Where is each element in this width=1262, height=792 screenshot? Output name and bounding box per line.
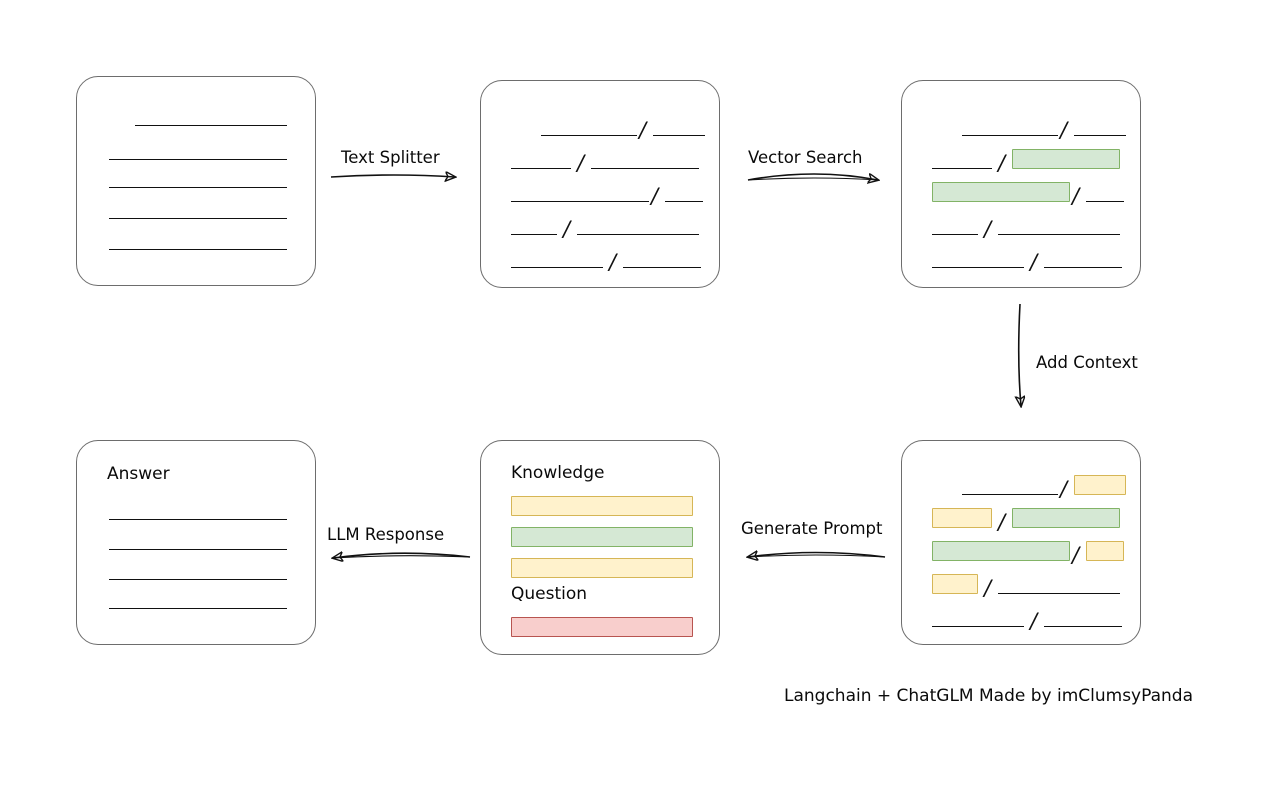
chunk-seg-left (511, 267, 603, 268)
arrow-generate-prompt (748, 553, 886, 558)
question-bar-red (511, 617, 693, 637)
chunk-seg-right-highlight-yellow (1086, 541, 1124, 561)
chunk-seg-right (1044, 626, 1122, 627)
chunk-row: / (481, 180, 721, 207)
chunk-seg-left-highlight-green (932, 182, 1070, 202)
chunk-row: / (902, 180, 1142, 207)
chunk-seg-right (998, 234, 1120, 235)
knowledge-label: Knowledge (511, 463, 605, 483)
chunk-slash: / (609, 250, 617, 274)
chunk-row: / (481, 213, 721, 240)
chunk-seg-right (1074, 135, 1126, 136)
chunk-row: / (902, 473, 1142, 500)
node-source-document[interactable] (76, 76, 316, 286)
chunk-slash: / (1060, 118, 1068, 142)
chunk-seg-left (511, 201, 649, 202)
chunk-seg-left (962, 494, 1058, 495)
answer-line (109, 608, 287, 609)
arrow-vector-search (747, 173, 878, 180)
chunk-slash: / (984, 576, 992, 600)
answer-label: Answer (107, 464, 170, 484)
knowledge-bar-green (511, 527, 693, 547)
chunk-seg-left (932, 267, 1024, 268)
doc-line (109, 249, 287, 250)
node-answer[interactable]: Answer (76, 440, 316, 645)
chunk-seg-right-highlight-green (1012, 149, 1120, 169)
node-context-chunks[interactable]: / / / / / (901, 440, 1141, 645)
doc-line (109, 218, 287, 219)
chunk-slash: / (639, 118, 647, 142)
chunk-row: / (902, 506, 1142, 533)
chunk-row: / (902, 246, 1142, 273)
chunk-seg-right (577, 234, 699, 235)
chunk-row: / (902, 572, 1142, 599)
chunk-slash: / (998, 510, 1006, 534)
chunk-seg-left (932, 234, 978, 235)
answer-line (109, 549, 287, 550)
chunk-slash: / (1030, 609, 1038, 633)
edge-label-vector-search: Vector Search (748, 148, 863, 167)
chunk-seg-right (591, 168, 699, 169)
arrow-add-context (1019, 303, 1021, 406)
chunk-slash: / (1072, 184, 1080, 208)
doc-line (135, 125, 287, 126)
chunk-row: / (902, 114, 1142, 141)
footer-credit: Langchain + ChatGLM Made by imClumsyPand… (784, 686, 1193, 706)
chunk-row: / (902, 605, 1142, 632)
chunk-slash: / (577, 151, 585, 175)
arrow-text-splitter (330, 175, 455, 177)
edge-label-text-splitter: Text Splitter (341, 148, 440, 167)
chunk-seg-right (1086, 201, 1124, 202)
chunk-row: / (481, 246, 721, 273)
chunk-seg-right (623, 267, 701, 268)
chunk-row: / (481, 114, 721, 141)
chunk-slash: / (998, 151, 1006, 175)
answer-line (109, 519, 287, 520)
chunk-row: / (902, 539, 1142, 566)
knowledge-bar-yellow (511, 496, 693, 516)
chunk-seg-left-highlight-yellow (932, 574, 978, 594)
chunk-seg-right (998, 593, 1120, 594)
chunk-slash: / (1030, 250, 1038, 274)
chunk-seg-right-highlight-yellow (1074, 475, 1126, 495)
chunk-seg-right (665, 201, 703, 202)
chunk-seg-left (511, 234, 557, 235)
edge-label-generate-prompt: Generate Prompt (741, 519, 883, 538)
chunk-slash: / (984, 217, 992, 241)
chunk-row: / (481, 147, 721, 174)
chunk-seg-left (511, 168, 571, 169)
chunk-seg-right (653, 135, 705, 136)
chunk-row: / (902, 147, 1142, 174)
edge-label-add-context: Add Context (1036, 353, 1138, 372)
question-label: Question (511, 584, 588, 604)
chunk-seg-left (541, 135, 637, 136)
chunk-seg-left (962, 135, 1058, 136)
chunk-row: / (902, 213, 1142, 240)
chunk-seg-left (932, 168, 992, 169)
edge-label-llm-response: LLM Response (327, 525, 445, 544)
chunk-slash: / (651, 184, 659, 208)
chunk-seg-left-highlight-yellow (932, 508, 992, 528)
knowledge-bar-yellow (511, 558, 693, 578)
arrow-llm-response (333, 553, 471, 558)
doc-line (109, 159, 287, 160)
chunk-seg-right (1044, 267, 1122, 268)
chunk-seg-right-highlight-green (1012, 508, 1120, 528)
chunk-slash: / (563, 217, 571, 241)
node-split-chunks[interactable]: / / / / / (480, 80, 720, 288)
node-prompt[interactable]: Knowledge Question (480, 440, 720, 655)
chunk-seg-left (932, 626, 1024, 627)
chunk-seg-left-highlight-green (932, 541, 1070, 561)
answer-line (109, 579, 287, 580)
doc-line (109, 187, 287, 188)
chunk-slash: / (1072, 543, 1080, 567)
node-matched-chunks[interactable]: / / / / / (901, 80, 1141, 288)
chunk-slash: / (1060, 477, 1068, 501)
